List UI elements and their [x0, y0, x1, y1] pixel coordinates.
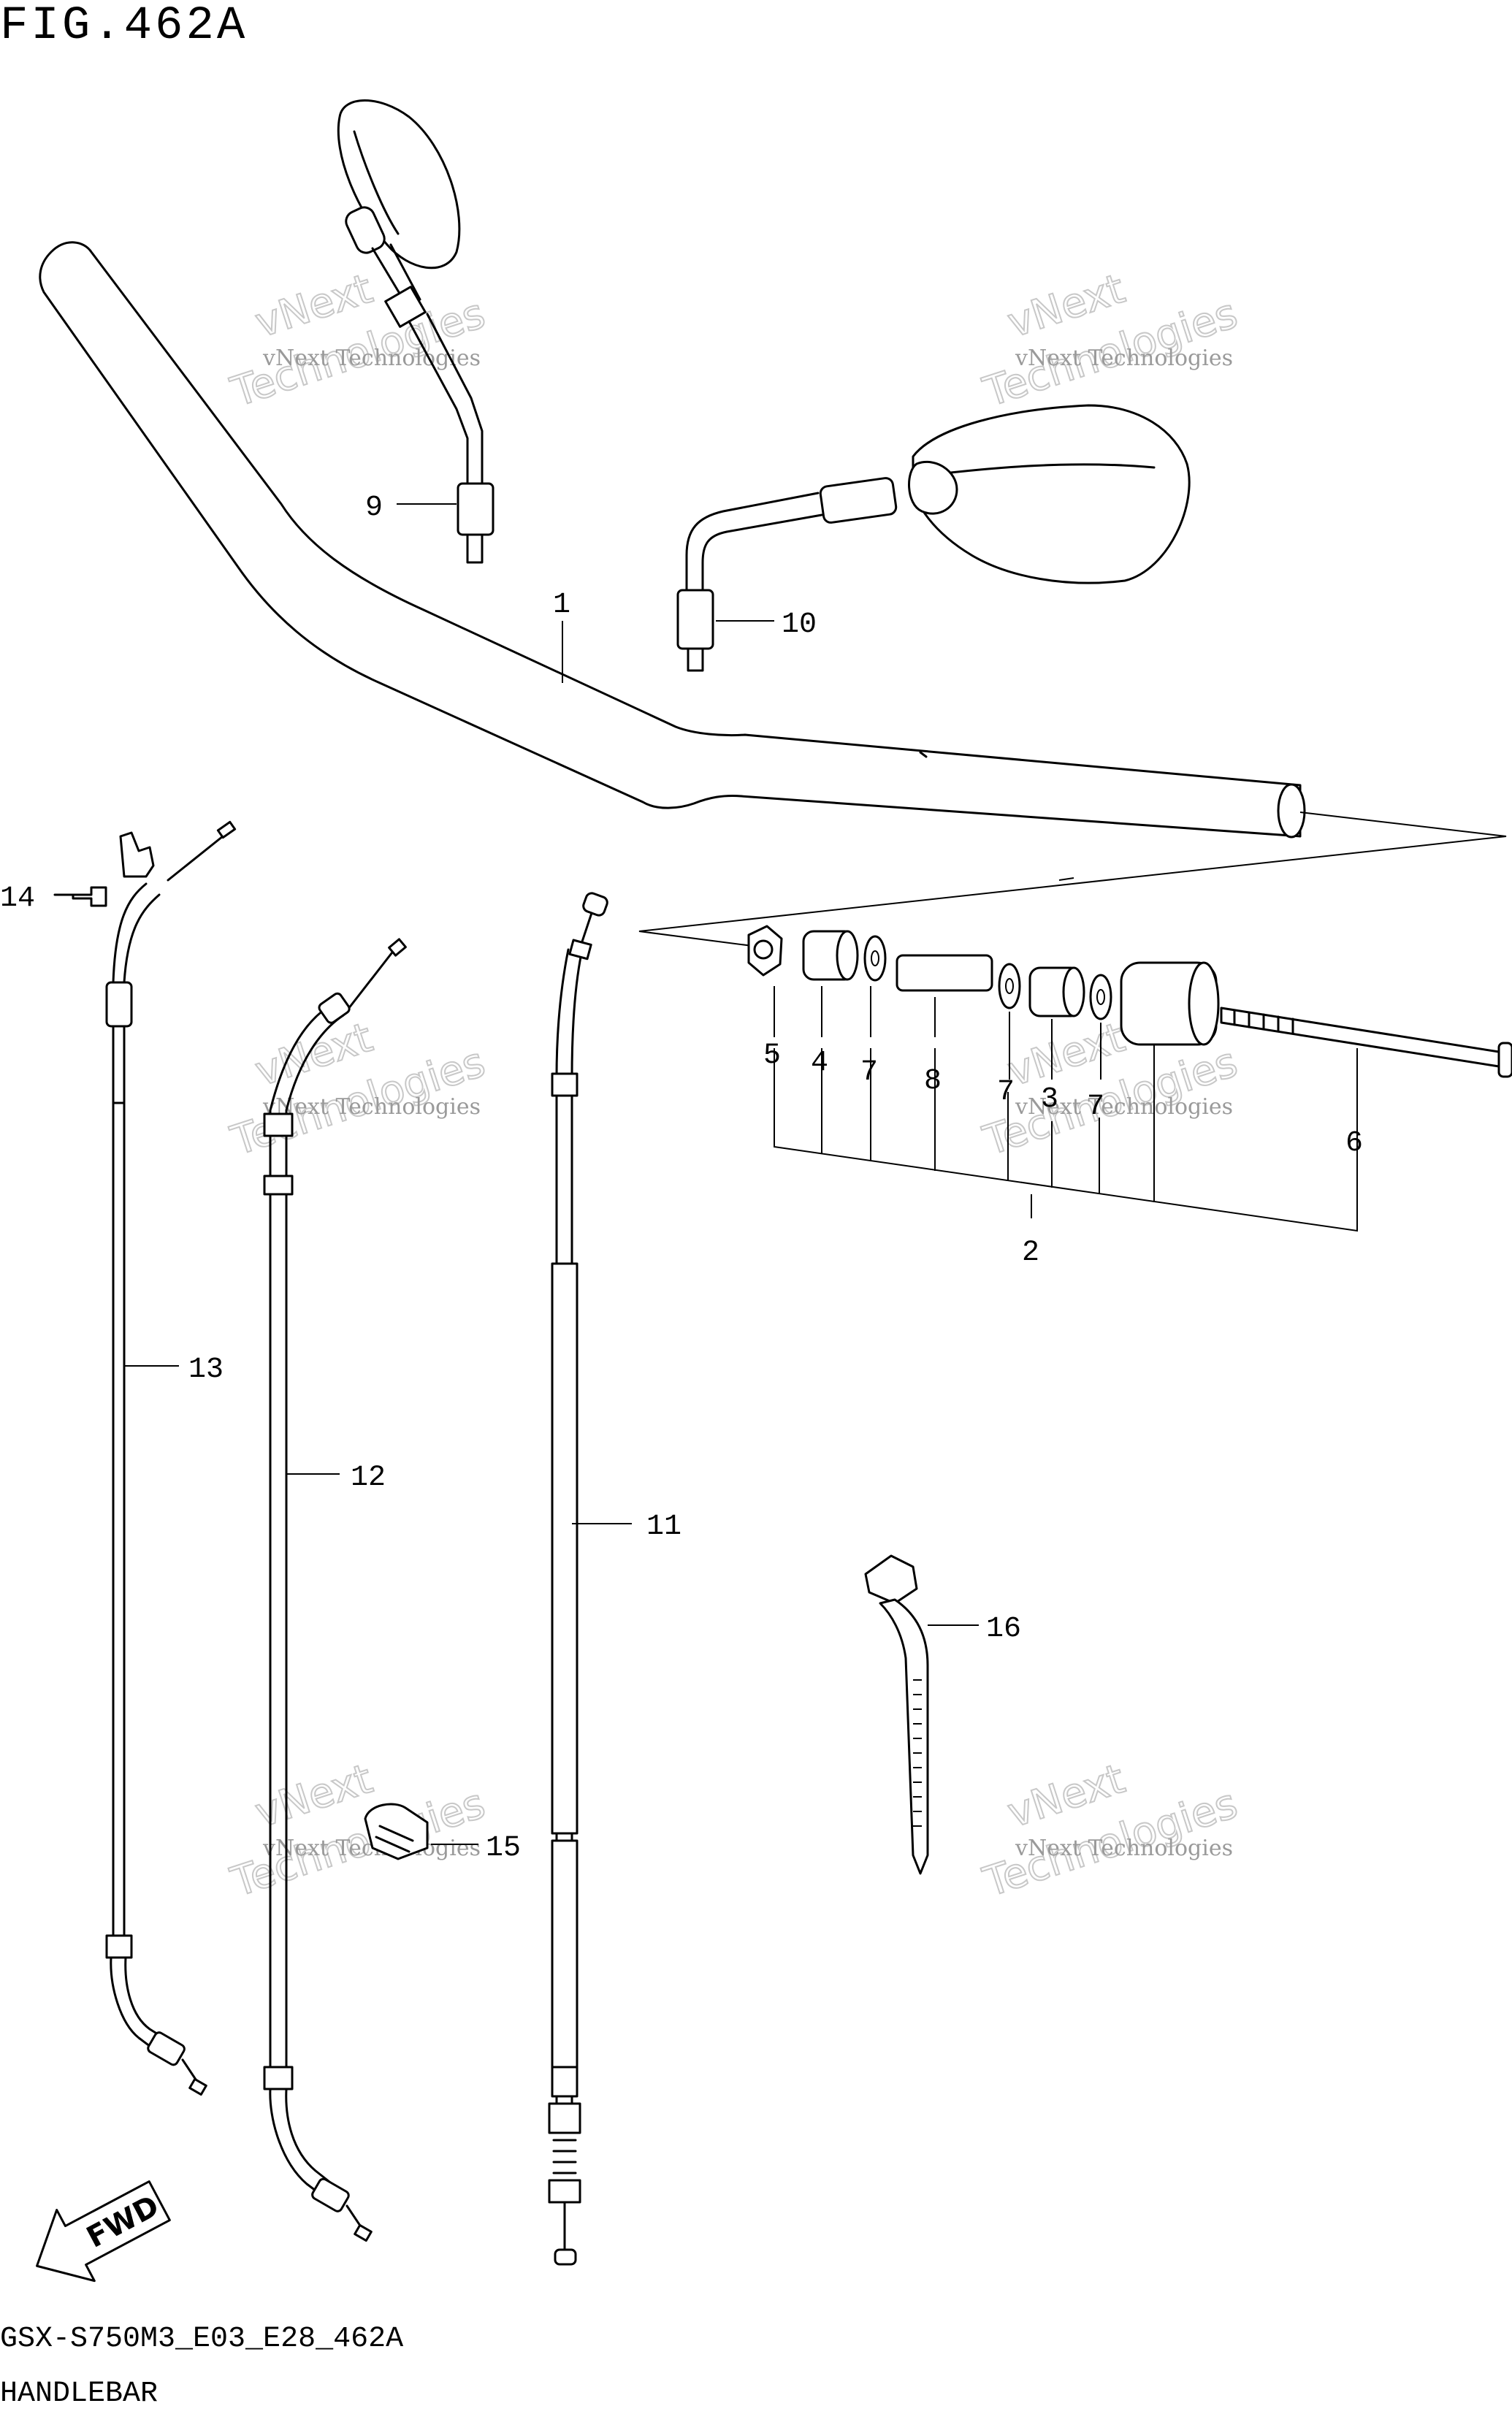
callout-14: 14: [0, 882, 35, 915]
watermark: vNext Technologies vNext Technologies: [225, 1013, 492, 1166]
cable-11: [548, 892, 608, 2266]
handlebar: [39, 241, 1306, 839]
callout-1: 1: [553, 589, 570, 622]
callout-5: 5: [763, 1039, 781, 1072]
figure-label: FIG.462A: [0, 0, 248, 53]
watermark-text: vNext Technologies: [1015, 1836, 1233, 1861]
watermark: vNext Technologies vNext Technologies: [225, 1754, 492, 1907]
watermark-text: vNext Technologies: [262, 1094, 481, 1120]
cable-tie-16: [864, 1554, 929, 1875]
model-code: GSX-S750M3_E03_E28_462A: [0, 2323, 404, 2356]
watermark-text: vNext Technologies: [1015, 1094, 1233, 1120]
callout-6: 6: [1345, 1127, 1363, 1160]
watermark: vNext Technologies vNext Technologies: [977, 264, 1244, 417]
watermark: vNext Technologies vNext Technologies: [977, 1754, 1244, 1907]
callout-7c: 7: [1087, 1091, 1104, 1123]
callout-10: 10: [782, 608, 817, 641]
callout-7b: 7: [997, 1076, 1015, 1109]
callout-2: 2: [1022, 1237, 1039, 1269]
callout-12: 12: [351, 1462, 386, 1494]
watermark-text: vNext Technologies: [262, 345, 481, 371]
callout-8: 8: [924, 1065, 942, 1098]
callout-3: 3: [1041, 1083, 1058, 1116]
section-name: HANDLEBAR: [0, 2378, 159, 2410]
assembly-bracket: [774, 986, 1358, 1232]
watermark-text: vNext Technologies: [1015, 345, 1233, 371]
callout-16: 16: [986, 1613, 1021, 1646]
left-mirror: [337, 99, 495, 564]
right-mirror: [676, 404, 1191, 672]
watermark: vNext Technologies vNext Technologies: [225, 264, 492, 417]
cable-12: [263, 938, 407, 2242]
callout-15: 15: [486, 1832, 521, 1865]
screw-14: [53, 886, 107, 907]
explosion-guide: [638, 811, 1507, 947]
leader-lines: [124, 503, 1358, 1845]
callout-11: 11: [646, 1511, 681, 1543]
callout-7a: 7: [860, 1056, 878, 1089]
callout-9: 9: [365, 492, 383, 524]
bar-end-assembly: [747, 925, 1512, 1078]
callout-4: 4: [811, 1047, 828, 1080]
callout-labels: 1 2 3 4 5 6 7 7 7 8 9 10 11 12 13 14 15 …: [0, 492, 1363, 1865]
fwd-direction-arrow: FWD: [36, 2180, 171, 2283]
callout-13: 13: [188, 1353, 224, 1386]
clamp-15: [364, 1803, 429, 1860]
cable-13: [105, 820, 237, 2096]
